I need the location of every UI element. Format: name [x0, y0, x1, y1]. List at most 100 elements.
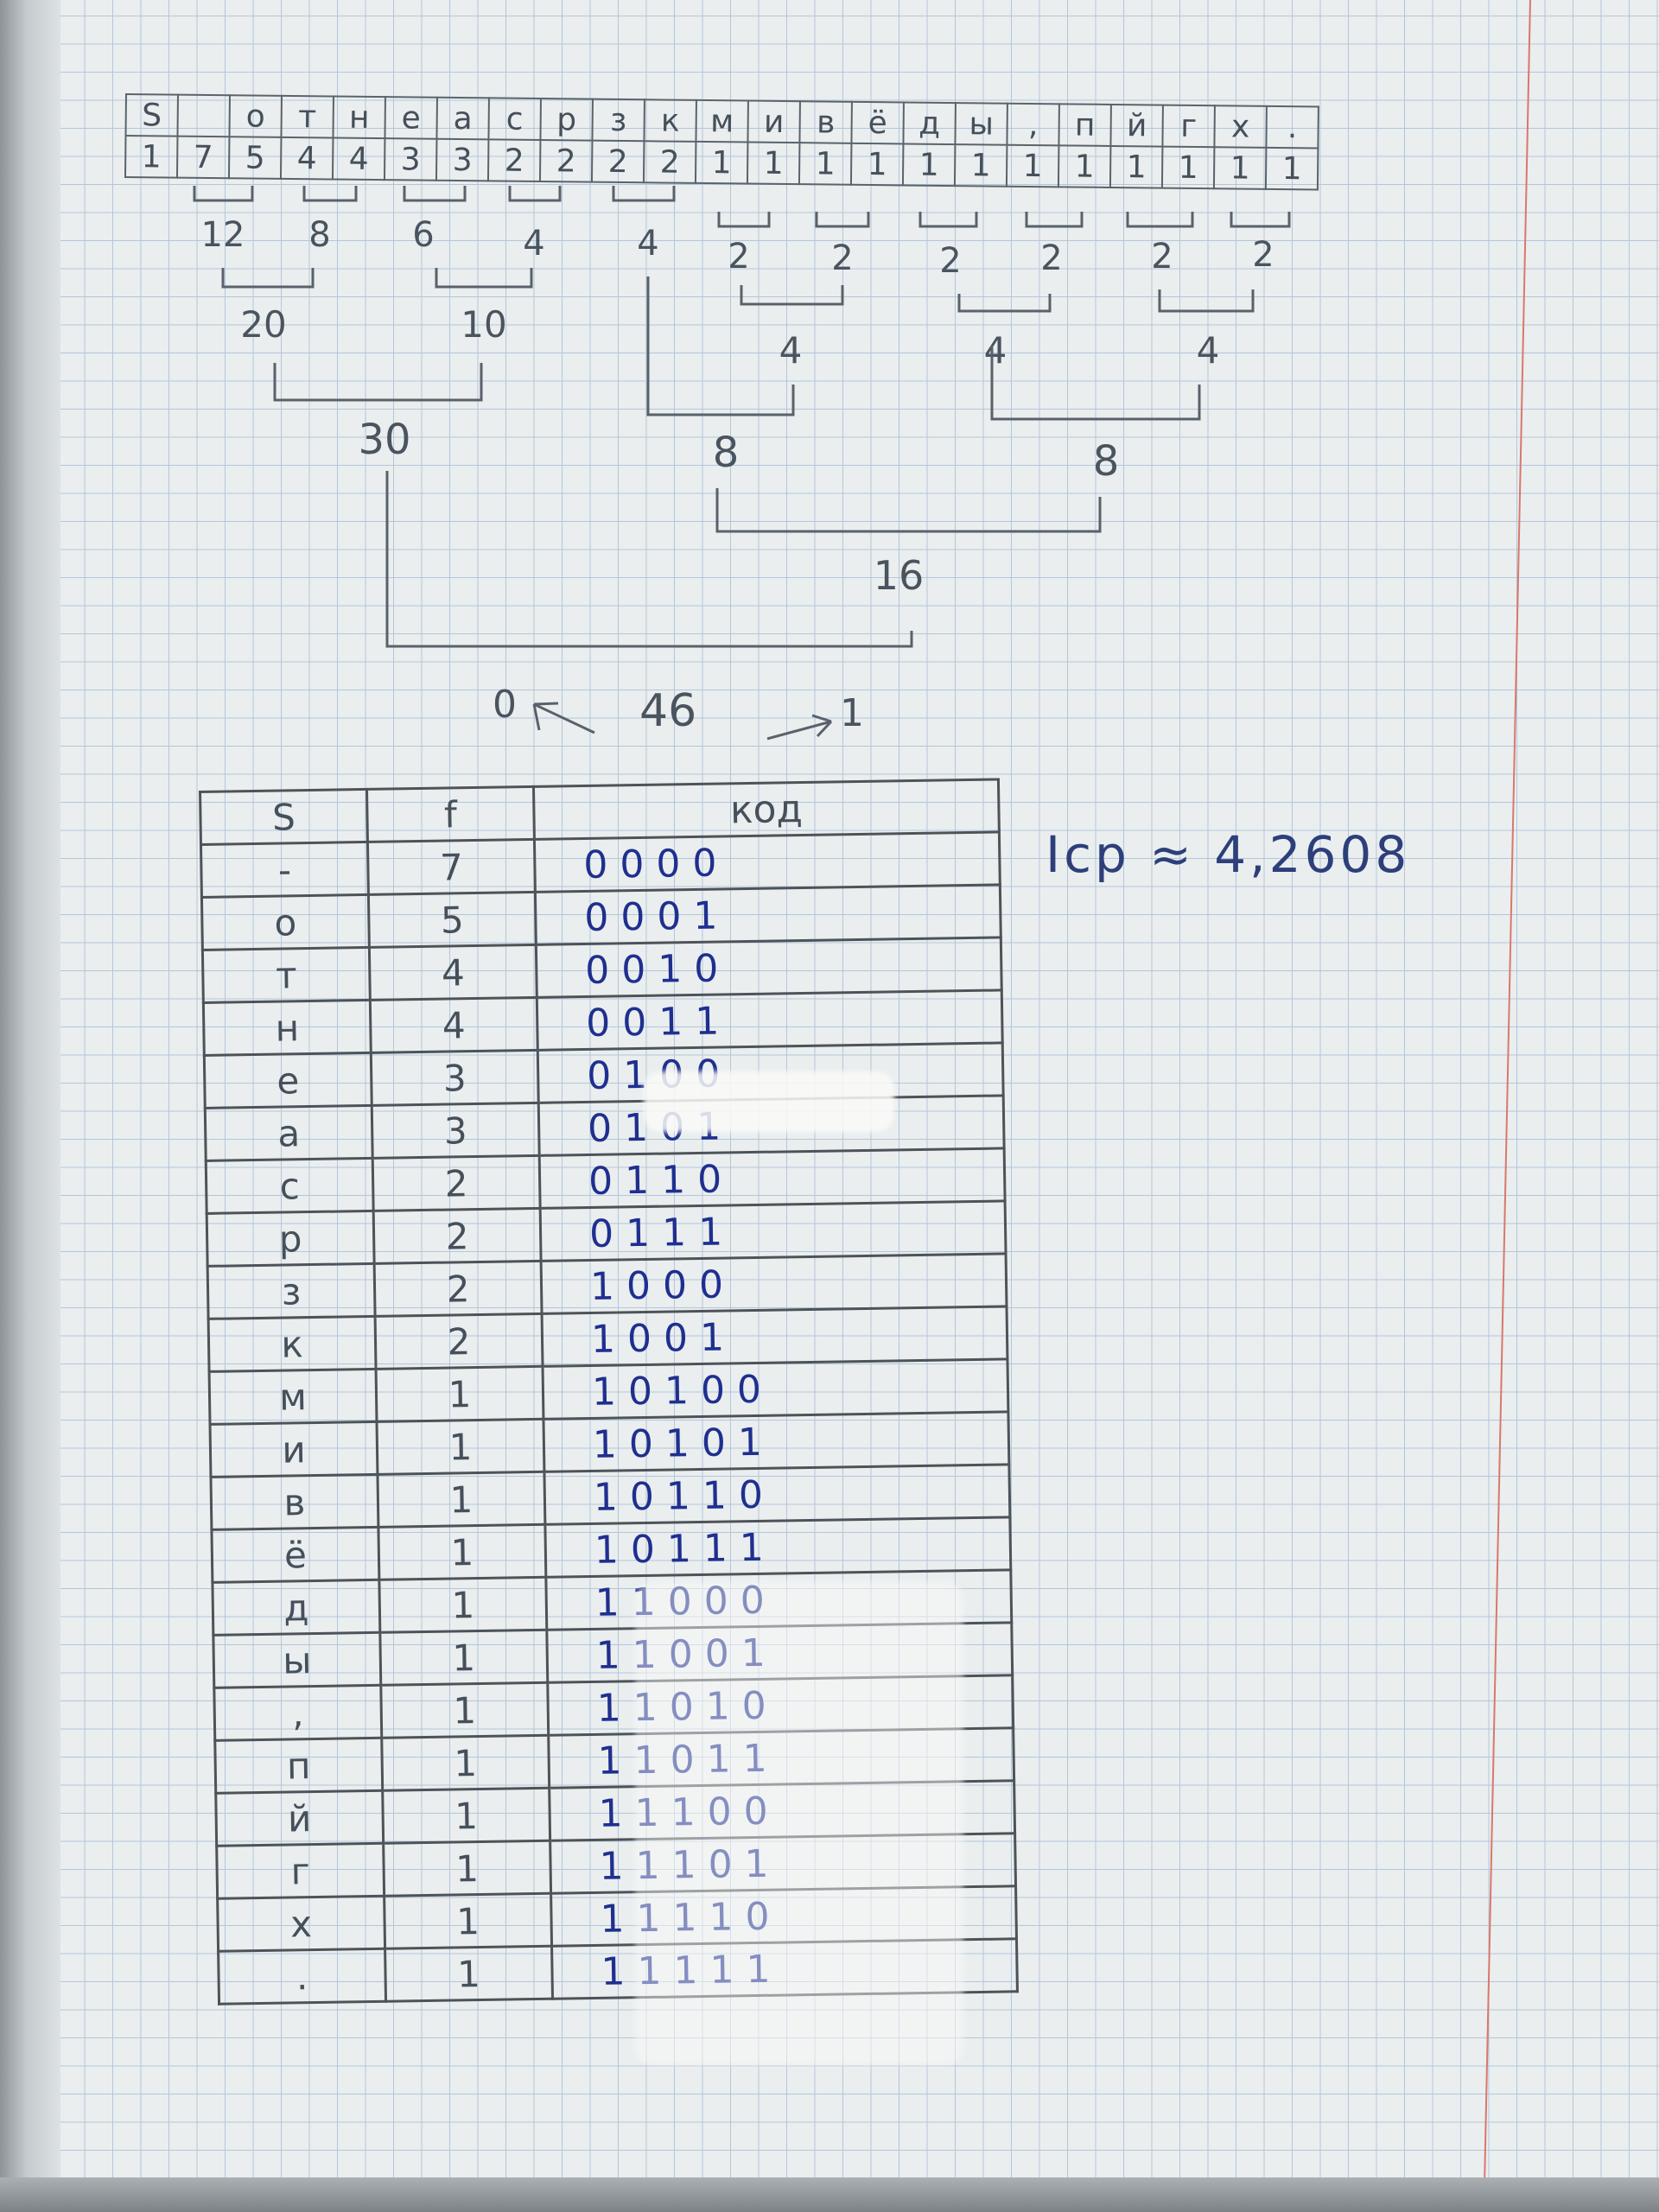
symbol-cell: в [210, 1474, 378, 1530]
page-edge [0, 2177, 1659, 2212]
tree-node-label: 16 [874, 552, 925, 599]
frequency-cell: 1 [378, 1524, 546, 1580]
bracket [990, 346, 1201, 421]
symbol-cell: ы [213, 1632, 381, 1688]
symbol-cell: т [202, 947, 371, 1003]
bracket [385, 471, 913, 648]
frequency-cell: 4 [369, 944, 537, 1001]
tree-node-label: 6 [412, 215, 434, 255]
symbol-cell: и [210, 1421, 378, 1478]
tree-node-label: 2 [728, 237, 749, 276]
code-cell: 10111 [544, 1516, 1011, 1578]
frequency-cell: 1 [380, 1682, 549, 1738]
header-frequency: f [366, 786, 535, 842]
tree-node-label: 2 [1151, 237, 1173, 276]
code-cell: 1001 [542, 1306, 1007, 1367]
tree-node-label: 8 [308, 215, 330, 255]
code-cell: 10110 [543, 1464, 1010, 1525]
bracket [435, 268, 533, 289]
tree-node-label: 2 [831, 238, 853, 278]
symbol-cell: з [207, 1263, 376, 1319]
frequency-cell: 1 [382, 1788, 550, 1844]
bracket [815, 212, 870, 228]
tree-node-label: 20 [240, 303, 286, 346]
bracket [1230, 212, 1291, 228]
symbol-cell: , [213, 1685, 382, 1741]
bracket [612, 186, 676, 202]
average-information-value: Iср ≈ 4,2608 [1046, 825, 1411, 884]
code-cell: 0001 [535, 884, 1001, 945]
code-cell: 0010 [536, 937, 1002, 998]
tree-node-label: 4 [637, 224, 658, 264]
frequency-cell: 4 [370, 997, 538, 1053]
correction-fluid [644, 1071, 894, 1132]
code-cell: 0110 [539, 1147, 1006, 1209]
frequency-cell: 5 [368, 892, 537, 948]
symbol-cell: - [200, 842, 369, 898]
bracket [1126, 212, 1194, 228]
code-cell: 10101 [543, 1411, 1009, 1472]
frequency-cell: 3 [371, 1050, 539, 1106]
tree-node-label: 4 [779, 329, 803, 372]
bracket [740, 285, 844, 306]
bracket [193, 186, 254, 202]
root-left-label: 0 [493, 683, 517, 727]
frequency-cell: 7 [367, 839, 536, 895]
header-code: код [533, 779, 1000, 840]
frequency-cell: 1 [377, 1471, 545, 1528]
tree-node-label: 2 [1040, 238, 1062, 278]
tree-node-label: 10 [461, 303, 506, 346]
symbol-cell: а [205, 1105, 373, 1161]
level4-labels: 16 [874, 552, 925, 599]
symbol-cell: х [217, 1896, 385, 1952]
bracket [273, 363, 483, 402]
frequency-cell: 3 [372, 1103, 540, 1159]
correction-fluid [635, 1581, 963, 2065]
frequency-cell: 2 [372, 1155, 541, 1211]
symbol-cell: ё [211, 1527, 379, 1583]
bracket [1025, 212, 1084, 228]
tree-node-label: 12 [201, 215, 245, 255]
symbol-cell: о [201, 894, 370, 950]
frequency-cell: 1 [384, 1893, 552, 1949]
bracket [717, 212, 771, 228]
symbol-cell: й [215, 1790, 384, 1847]
bracket [403, 186, 467, 202]
symbol-cell: . [218, 1948, 386, 2005]
tree-node-label: 30 [358, 416, 410, 464]
frequency-cell: 1 [376, 1419, 544, 1475]
symbol-cell: р [207, 1211, 375, 1267]
frequency-cell: 2 [375, 1313, 543, 1370]
tree-node-label: 4 [1197, 329, 1220, 372]
code-cell: 1000 [541, 1253, 1007, 1314]
tree-node-label: 4 [984, 329, 1007, 372]
bracket [646, 276, 795, 416]
bracket [715, 488, 1102, 533]
tree-node-label: 8 [1093, 437, 1120, 486]
notebook-spine [0, 0, 60, 2212]
root-total: 46 [639, 685, 696, 737]
tree-node-label: 2 [1252, 235, 1274, 275]
frequency-cell: 2 [373, 1208, 542, 1264]
code-cell: 10100 [543, 1358, 1008, 1420]
frequency-cell: 1 [379, 1630, 548, 1686]
symbol-cell: е [204, 1052, 372, 1109]
bracket [221, 268, 315, 289]
code-cell: 0000 [534, 831, 1001, 893]
root-right-label: 1 [840, 691, 864, 735]
frequency-cell: 1 [381, 1735, 550, 1791]
symbol-cell: м [209, 1369, 377, 1425]
arrow-left [532, 702, 595, 734]
bracket [957, 294, 1052, 313]
frequency-cell: 1 [385, 1946, 553, 2002]
bracket [918, 212, 978, 228]
symbol-cell: к [208, 1316, 377, 1372]
level2-labels: 20 10 4 4 4 [240, 303, 1219, 372]
code-cell: 0011 [537, 989, 1003, 1051]
frequency-cell: 1 [376, 1366, 543, 1422]
tree-node-label: 2 [939, 241, 961, 281]
symbol-cell: г [216, 1843, 385, 1899]
bracket [508, 186, 562, 202]
